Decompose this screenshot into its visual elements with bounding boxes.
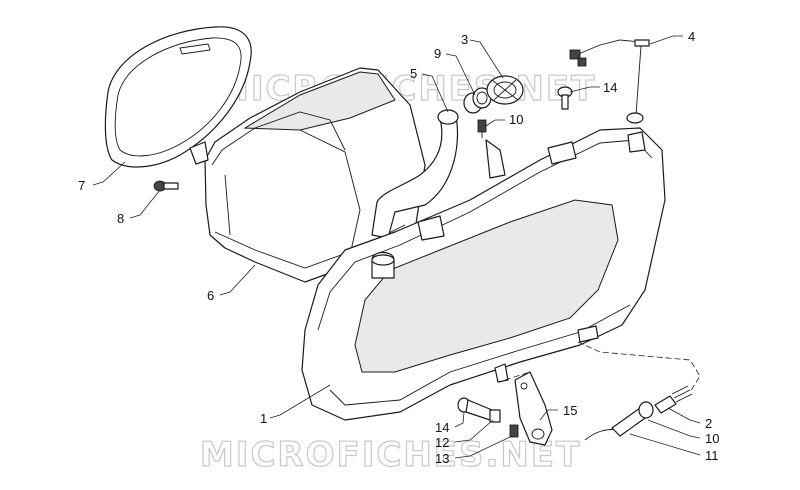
part-14-bolt-bottom bbox=[457, 397, 493, 421]
callout-9: 9 bbox=[434, 46, 441, 61]
callout-15: 15 bbox=[563, 403, 577, 418]
part-7-cover bbox=[104, 26, 252, 168]
part-10-drain-valve bbox=[611, 401, 654, 437]
assembly-line-bracket bbox=[504, 371, 531, 381]
part-4-level-sensor bbox=[569, 39, 650, 124]
callout-10-top: 10 bbox=[509, 112, 523, 127]
callout-1: 1 bbox=[260, 411, 267, 426]
leader-lines bbox=[92, 35, 701, 459]
callout-8: 8 bbox=[117, 211, 124, 226]
callout-13: 13 bbox=[435, 451, 449, 466]
callout-14-bottom: 14 bbox=[435, 420, 449, 435]
part-3-cap bbox=[486, 75, 524, 105]
part-8-screw bbox=[153, 180, 179, 192]
callout-4: 4 bbox=[688, 29, 695, 44]
part-10-valve-top bbox=[477, 119, 487, 138]
callout-14-top: 14 bbox=[603, 80, 617, 95]
callout-3: 3 bbox=[461, 32, 468, 47]
callout-12: 12 bbox=[435, 435, 449, 450]
callout-11: 11 bbox=[705, 448, 719, 463]
callout-7: 7 bbox=[78, 178, 85, 193]
assembly-line-drain bbox=[577, 341, 701, 393]
callout-5: 5 bbox=[410, 66, 417, 81]
watermark-bottom: MICROFICHES.NET bbox=[200, 435, 581, 475]
part-9-fitting bbox=[463, 87, 492, 114]
callout-6: 6 bbox=[207, 288, 214, 303]
part-13-clip bbox=[509, 424, 519, 438]
callout-2: 2 bbox=[705, 416, 712, 431]
part-5-hose bbox=[371, 109, 459, 239]
part-14-bolt-top bbox=[557, 86, 573, 110]
callout-10-bottom: 10 bbox=[705, 431, 719, 446]
part-15-bracket bbox=[494, 363, 553, 446]
part-2-drain-fitting bbox=[654, 385, 693, 414]
part-12-spacer bbox=[489, 409, 501, 423]
part-1-tank bbox=[301, 127, 666, 421]
